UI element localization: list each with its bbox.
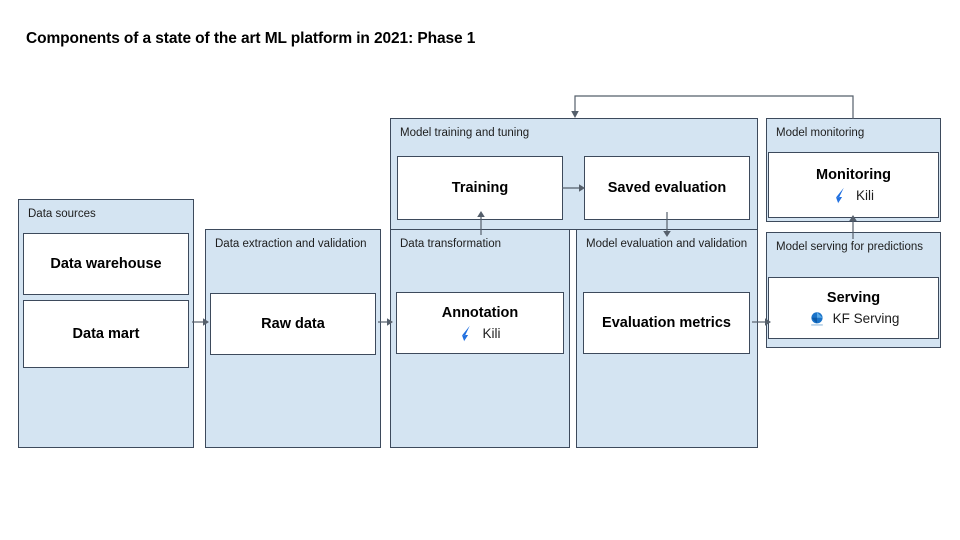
- kubeflow-logo: [808, 310, 826, 328]
- node-title-training: Training: [451, 180, 509, 196]
- node-vendor-monitoring: Kili: [833, 187, 874, 204]
- group-label-data-transformation: Data transformation: [400, 238, 501, 250]
- group-label-model-training-and-tuning: Model training and tuning: [400, 127, 530, 139]
- node-monitoring[interactable]: Monitoring Kili: [768, 152, 939, 218]
- node-data-warehouse[interactable]: Data warehouse: [23, 233, 189, 295]
- node-vendor-name-serving: KF Serving: [832, 311, 900, 326]
- node-title-data-mart: Data mart: [72, 326, 140, 342]
- node-training[interactable]: Training: [397, 156, 563, 220]
- page-title: Components of a state of the art ML plat…: [26, 30, 476, 47]
- node-vendor-name-annotation: Kili: [482, 326, 501, 341]
- node-vendor-name-monitoring: Kili: [855, 188, 874, 203]
- node-title-annotation: Annotation: [441, 305, 519, 321]
- node-title-data-warehouse: Data warehouse: [50, 256, 162, 272]
- node-vendor-serving: KF Serving: [808, 310, 900, 328]
- node-title-monitoring: Monitoring: [816, 167, 891, 183]
- node-raw-data[interactable]: Raw data: [210, 293, 376, 355]
- node-title-evaluation-metrics: Evaluation metrics: [602, 315, 731, 331]
- group-label-model-evaluation-and-validation: Model evaluation and validation: [586, 238, 748, 250]
- group-label-model-serving-for-predictions: Model serving for predictions: [776, 241, 924, 253]
- kili-logo: [833, 187, 849, 204]
- node-data-mart[interactable]: Data mart: [23, 300, 189, 368]
- node-title-serving: Serving: [826, 289, 881, 306]
- group-label-data-sources: Data sources: [28, 208, 96, 220]
- node-vendor-annotation: Kili: [459, 325, 501, 342]
- node-evaluation-metrics[interactable]: Evaluation metrics: [583, 292, 750, 354]
- kili-logo: [459, 325, 475, 342]
- group-label-model-monitoring: Model monitoring: [776, 127, 865, 139]
- group-label-data-extraction-and-validation: Data extraction and validation: [215, 238, 367, 250]
- node-serving[interactable]: Serving KF Serving: [768, 277, 939, 339]
- node-title-raw-data: Raw data: [261, 316, 325, 332]
- node-annotation[interactable]: Annotation Kili: [396, 292, 564, 354]
- node-saved-evaluation[interactable]: Saved evaluation: [584, 156, 750, 220]
- node-title-saved-evaluation: Saved evaluation: [607, 180, 727, 196]
